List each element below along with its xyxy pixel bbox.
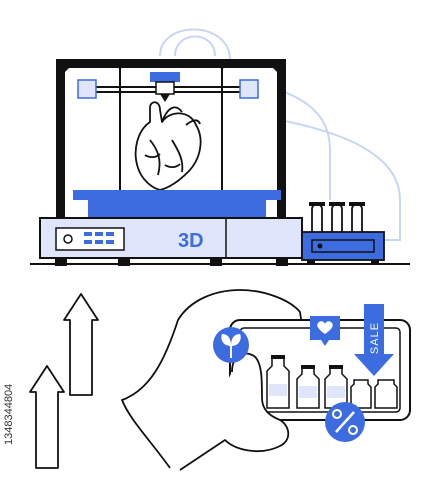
- hand: [121, 289, 303, 469]
- sprout-icon: [213, 327, 249, 363]
- frame-brackets: [57, 60, 285, 218]
- up-arrow-icon: [29, 293, 99, 469]
- printer-label: 3D: [178, 230, 204, 252]
- sale-badge: [354, 304, 394, 376]
- heart-icon: [310, 316, 340, 346]
- hand-thumb: [179, 352, 290, 471]
- print-bed: [73, 190, 281, 218]
- stock-id: 1348344804: [3, 384, 15, 445]
- printer-nozzle-icon: [150, 72, 180, 102]
- bottle-labels: [269, 384, 345, 398]
- printer-feet: [55, 258, 288, 266]
- heart-model-icon: [134, 101, 202, 191]
- test-tube-rack: [301, 202, 385, 264]
- rail-block-left: [77, 79, 97, 99]
- percent-icon: [325, 402, 365, 442]
- rail-block-right: [239, 79, 259, 99]
- sale-badge-text: SALE: [369, 322, 381, 354]
- control-panel: [55, 227, 125, 251]
